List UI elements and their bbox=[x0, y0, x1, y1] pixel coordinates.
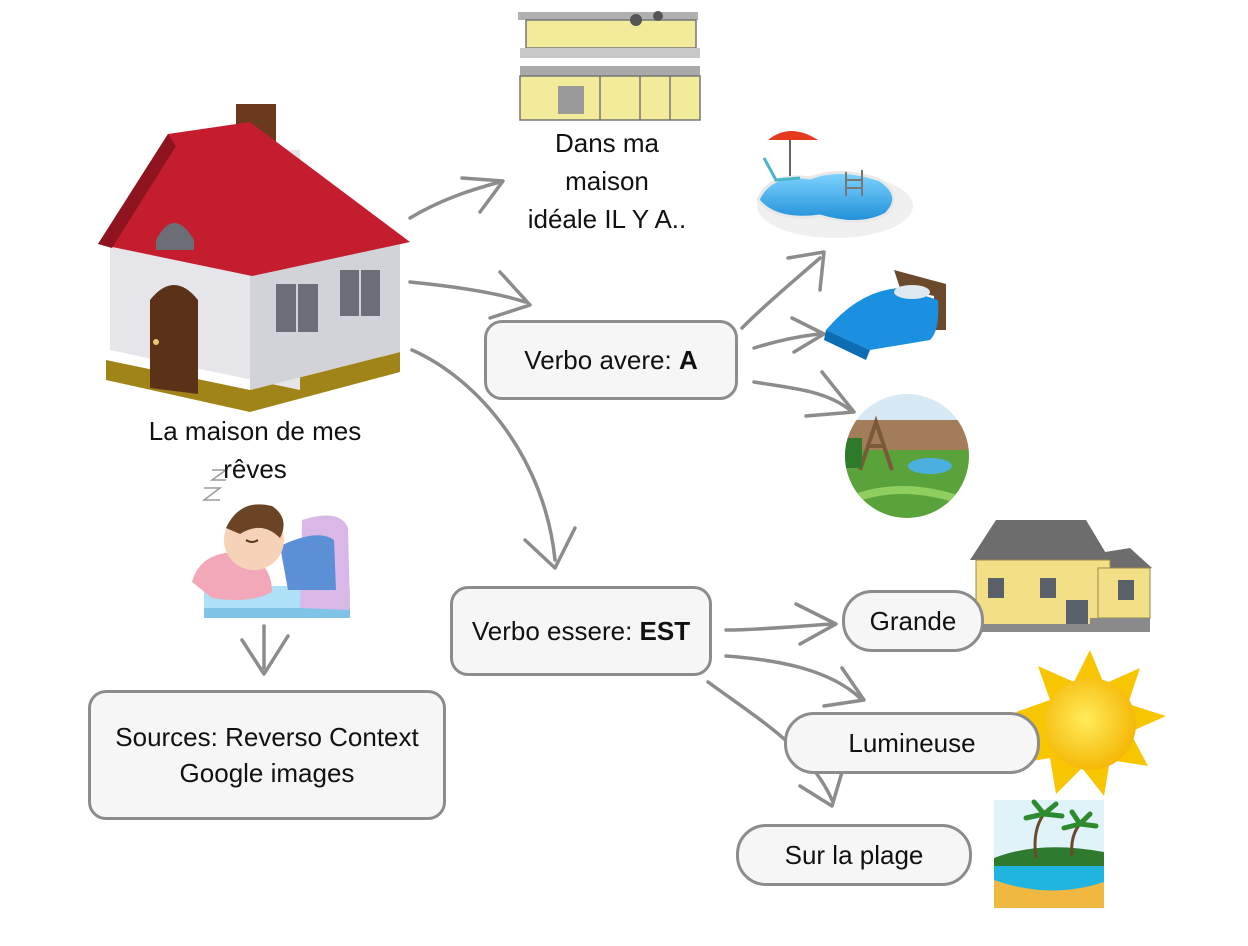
title-label: La maison de mes rêves bbox=[100, 412, 410, 488]
arrow-essere-to-plage bbox=[706, 680, 844, 808]
plage-box: Sur la plage bbox=[736, 824, 972, 886]
sun-icon bbox=[1014, 650, 1166, 796]
arrow-house-to-avere bbox=[408, 270, 532, 320]
avere-bold: A bbox=[678, 345, 698, 375]
sources-box: Sources: Reverso Context Google images bbox=[88, 690, 446, 820]
lumineuse-label: Lumineuse bbox=[848, 728, 976, 758]
arrow-avere-to-pool bbox=[740, 250, 826, 330]
sources-line-1: Sources: Reverso Context bbox=[115, 722, 419, 752]
big-house-icon bbox=[970, 520, 1152, 632]
essere-prefix: Verbo essere: bbox=[471, 616, 640, 646]
grande-label: Grande bbox=[869, 606, 957, 636]
arrow-essere-to-lumineuse bbox=[724, 654, 866, 708]
beach-icon bbox=[994, 799, 1104, 908]
grande-box: Grande bbox=[842, 590, 984, 652]
essere-box: Verbo essere: EST bbox=[450, 586, 712, 676]
title-line-1: La maison de mes bbox=[148, 416, 362, 446]
lumineuse-box: Lumineuse bbox=[784, 712, 1040, 774]
arrow-avere-to-bed bbox=[752, 316, 826, 354]
arrow-sleeper-to-sources bbox=[240, 624, 290, 676]
arrow-avere-to-garden bbox=[752, 370, 856, 418]
intro-line-2: maison bbox=[565, 166, 649, 196]
arrow-house-to-essere bbox=[410, 348, 577, 570]
plage-label: Sur la plage bbox=[784, 840, 924, 870]
garden-icon bbox=[845, 394, 969, 518]
essere-bold: EST bbox=[639, 616, 691, 646]
intro-label: Dans ma maison idéale IL Y A.. bbox=[500, 124, 714, 238]
sleeping-person-icon bbox=[192, 469, 350, 618]
bed-icon bbox=[824, 270, 946, 360]
intro-line-1: Dans ma bbox=[554, 128, 660, 158]
avere-box: Verbo avere: A bbox=[484, 320, 738, 400]
pool-icon bbox=[756, 131, 913, 238]
title-line-2: rêves bbox=[223, 454, 287, 484]
avere-prefix: Verbo avere: bbox=[524, 345, 679, 375]
kitchen-icon bbox=[518, 11, 701, 121]
arrow-house-to-intro bbox=[408, 176, 505, 220]
sources-line-2: Google images bbox=[179, 758, 355, 788]
intro-line-3: idéale IL Y A.. bbox=[527, 204, 687, 234]
arrow-essere-to-grande bbox=[724, 602, 838, 646]
house-icon bbox=[98, 104, 410, 412]
